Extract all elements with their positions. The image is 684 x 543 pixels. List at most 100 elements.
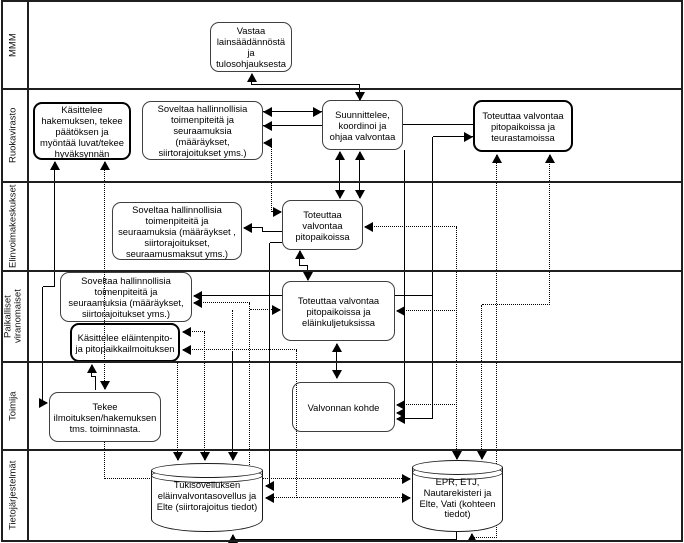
connector-segment [365,226,457,227]
lane-label-elinvoimakeskukset: Elinvoimakeskukset [7,184,19,269]
database-epr-etj: EPR, ETJ, Nautarekisteri ja Elte, Vati (… [412,460,503,532]
connector-segment [262,228,263,232]
arrowhead [228,452,238,461]
arrowhead [313,107,322,117]
arrowhead [303,272,313,281]
lane-border [1,449,683,451]
database-tukisovellus: Tukisovelluksen eläinvalvontasovellus ja… [151,463,263,532]
cylinder-top [412,460,503,475]
arrowhead [87,364,97,373]
node-soveltaa-ruokavirasto: Soveltaa hallinnollisia toimenpiteitä ja… [142,101,263,160]
lane-border [1,270,683,272]
arrowhead [182,345,191,355]
arrowhead [396,306,405,316]
arrowhead [396,414,405,424]
connector-segment [549,155,550,305]
lane-label-ruokavirasto: Ruokavirasto [7,107,19,164]
node-toteuttaa-teurastamoissa: Toteuttaa valvontaa pitopaikoissa ja teu… [473,100,573,152]
connector-segment [266,497,297,498]
frame-border [1,1,3,541]
connector-segment [472,537,497,538]
connector-segment [43,286,55,287]
arrowhead [263,138,272,148]
connector-segment [54,162,55,287]
node-kasittelee-hakemuksen: Käsittelee hakemuksen, tekee päätöksen j… [33,102,131,160]
node-suunnittelee-koordinoi: Suunnittelee, koordinoi ja ohjaa valvont… [322,100,403,150]
connector-segment [250,309,280,310]
connector-segment [397,404,457,405]
node-vastaa-lainsaadannosta: Vastaa lainsäädännöstä ja tulosohjaukses… [210,22,292,72]
connector-segment [433,136,473,137]
arrowhead [273,207,282,217]
lane-label-paikalliset-viranomaiset: Paikalliset viranomaiset [2,289,24,344]
connector-segment [249,303,250,479]
arrowhead [228,534,238,543]
node-toteuttaa-elainkuljetuksissa: Toteuttaa valvontaa pitopaikoissa ja elä… [282,281,395,341]
connector-segment [359,152,360,198]
node-soveltaa-paikalliset: Soveltaa hallinnollisia toimenpiteitä ja… [60,272,192,322]
arrowhead [263,121,272,131]
connector-segment [481,305,482,459]
lane-border [1,361,683,363]
arrowhead [335,151,345,160]
connector-segment [300,265,308,266]
connector-segment [456,532,457,540]
node-tekee-ilmoituksen: Tekee ilmoituksen/hakemuksen tms. toimin… [49,392,161,442]
connector-segment [95,377,96,390]
arrowhead [396,400,405,410]
connector-segment [232,352,233,460]
connector-segment [482,304,550,305]
lane-label-mmm: MMM [7,33,19,57]
arrowhead [295,250,305,259]
connector-segment [232,310,233,352]
arrowhead [464,132,473,142]
arrowhead [355,151,365,160]
arrowhead [467,533,477,542]
cylinder-top [151,463,263,478]
lane-border [1,540,683,542]
connector-segment [297,497,410,498]
arrowhead [402,493,411,503]
arrowhead [355,190,365,199]
node-toteuttaa-pitopaikoissa: Toteuttaa valvontaa pitopaikoissa [282,200,363,250]
connector-segment [183,349,297,350]
lane-label-toimija: Toimija [7,391,19,421]
arrowhead [492,154,502,163]
connector-segment [183,331,205,332]
arrowhead [332,343,342,352]
connector-segment [404,150,405,413]
connector-segment [403,124,473,125]
connector-segment [397,310,457,311]
database-label: Tukisovelluksen eläinvalvontasovellus ja… [156,479,258,512]
arrowhead [100,381,110,390]
arrowhead [545,154,555,163]
connector-segment [42,287,43,403]
arrowhead [477,451,487,460]
arrowhead [272,305,281,315]
connector-segment [263,111,322,112]
lane-border [1,0,683,2]
arrowhead [243,223,252,233]
connector-segment [204,332,205,460]
connector-segment [233,539,457,540]
lane-border [1,88,683,90]
arrowhead [50,161,60,170]
arrowhead [332,370,342,379]
connector-segment [397,418,433,419]
connector-segment [269,243,270,486]
swimlane-mmm [1,1,682,89]
arrowhead [402,474,411,484]
connector-segment [104,442,105,479]
connector-segment [263,125,322,126]
arrowhead [265,493,274,503]
arrowhead [452,451,462,460]
arrowhead [247,73,257,82]
frame-border [681,1,683,541]
node-soveltaa-elinvoimakeskukset: Soveltaa hallinnollisia toimenpiteitä ja… [112,202,242,260]
connector-segment [271,143,272,212]
arrowhead [182,327,191,337]
connector-segment [456,227,457,459]
connector-segment [496,155,497,538]
arrowhead [200,452,210,461]
